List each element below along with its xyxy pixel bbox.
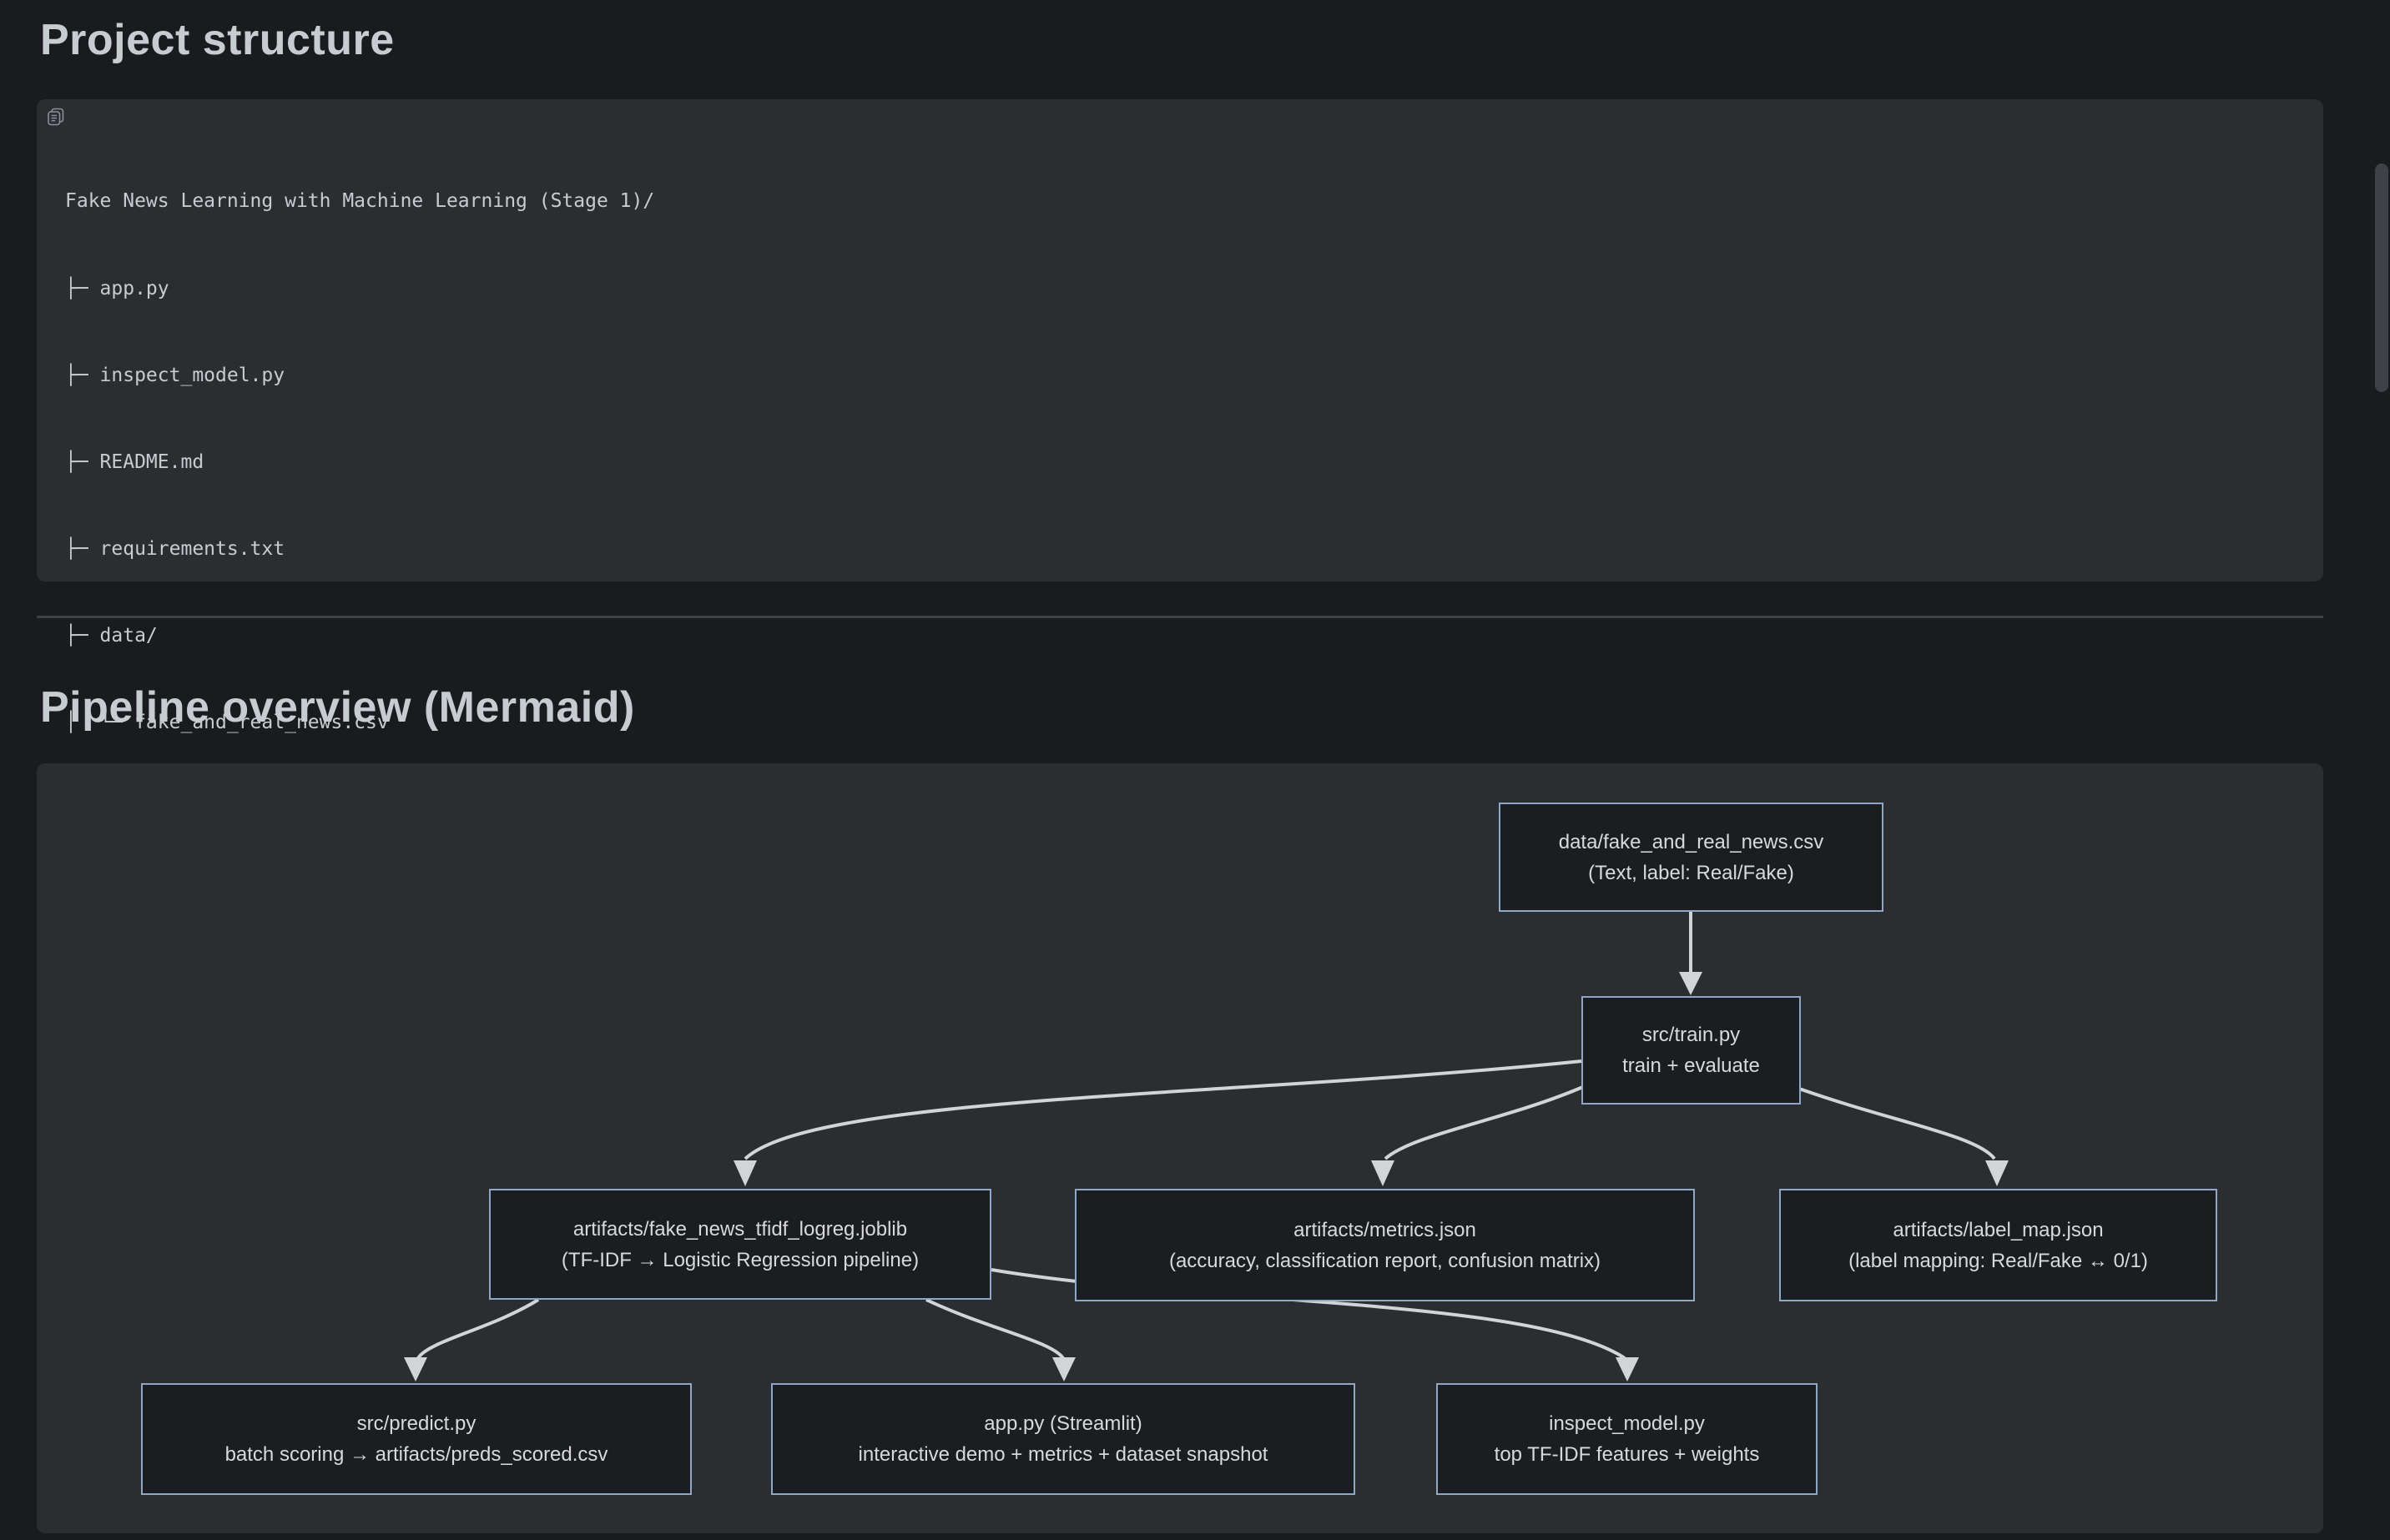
- edge-train-joblib: [744, 1059, 1582, 1160]
- edge-train-metrics: [1384, 1085, 1586, 1160]
- node-label-line2: train + evaluate: [1622, 1054, 1760, 1077]
- tree-line: ├─ requirements.txt: [65, 537, 285, 560]
- node-label-line2: (accuracy, classification report, confus…: [1168, 1249, 1601, 1272]
- tree-line: Fake News Learning with Machine Learning…: [65, 190, 655, 213]
- node-app-py-streamlit: app.py (Streamlit) interactive demo + me…: [771, 1383, 1355, 1495]
- project-structure-heading: Project structure: [40, 16, 395, 64]
- arrowhead-joblib-predict: [404, 1357, 427, 1381]
- node-inspect-model-py: inspect_model.py top TF-IDF features + w…: [1436, 1383, 1818, 1495]
- section-divider: [37, 616, 2323, 618]
- project-tree-code-block: Fake News Learning with Machine Learning…: [37, 99, 2323, 1428]
- node-label-line1: inspect_model.py: [1549, 1412, 1705, 1435]
- node-label-line1: data/fake_and_real_news.csv: [1558, 830, 1824, 853]
- edge-joblib-app: [925, 1298, 1065, 1360]
- arrowhead-train-joblib: [734, 1160, 757, 1186]
- arrowhead-joblib-app: [1052, 1357, 1076, 1381]
- tree-line: ├─ app.py: [65, 277, 169, 299]
- node-label-line1: artifacts/fake_news_tfidf_logreg.joblib: [572, 1217, 908, 1241]
- tree-line: ├─ inspect_model.py: [65, 364, 285, 386]
- node-label-line2: interactive demo + metrics + dataset sna…: [858, 1443, 1268, 1466]
- scrollbar-thumb[interactable]: [2375, 164, 2388, 392]
- node-label-line1: src/train.py: [1641, 1024, 1741, 1046]
- node-metrics-json: artifacts/metrics.json (accuracy, classi…: [1075, 1189, 1695, 1301]
- edge-joblib-predict: [416, 1298, 540, 1360]
- edge-train-labelmap: [1798, 1087, 1996, 1160]
- tree-line: ├─ README.md: [65, 450, 204, 473]
- node-label-line1: src/predict.py: [356, 1412, 476, 1435]
- tree-line: │ └─ fake_and_real_news.csv: [65, 712, 389, 734]
- tree-line: ├─ data/: [65, 624, 158, 647]
- copy-icon-glyph: [48, 108, 64, 126]
- node-label-map-json: artifacts/label_map.json (label mapping:…: [1779, 1189, 2217, 1301]
- mermaid-diagram: data/fake_and_real_news.csv (Text, label…: [37, 763, 2323, 1533]
- node-train-py: src/train.py train + evaluate: [1581, 996, 1801, 1105]
- node-label-line2: batch scoring → artifacts/preds_scored.c…: [224, 1443, 608, 1466]
- node-dataset-csv: data/fake_and_real_news.csv (Text, label…: [1499, 803, 1883, 912]
- arrowhead-joblib-inspect: [1616, 1357, 1639, 1381]
- node-label-line1: artifacts/metrics.json: [1293, 1218, 1476, 1241]
- arrowhead-csv-train: [1679, 972, 1702, 995]
- diagram-edges: [404, 912, 2009, 1381]
- node-label-line2: top TF-IDF features + weights: [1494, 1443, 1760, 1466]
- arrowhead-train-metrics: [1371, 1160, 1394, 1186]
- node-label-line2: (Text, label: Real/Fake): [1588, 861, 1794, 884]
- copy-icon[interactable]: [47, 108, 65, 126]
- node-label-line2: (label mapping: Real/Fake ↔ 0/1): [1848, 1249, 2148, 1272]
- node-label-line1: app.py (Streamlit): [984, 1412, 1142, 1435]
- pipeline-heading: Pipeline overview (Mermaid): [40, 683, 635, 732]
- node-predict-py: src/predict.py batch scoring → artifacts…: [141, 1383, 692, 1495]
- arrowhead-train-labelmap: [1985, 1160, 2009, 1186]
- node-model-joblib: artifacts/fake_news_tfidf_logreg.joblib …: [489, 1189, 991, 1300]
- node-label-line1: artifacts/label_map.json: [1893, 1218, 2104, 1241]
- node-label-line2: (TF-IDF → Logistic Regression pipeline): [561, 1248, 920, 1271]
